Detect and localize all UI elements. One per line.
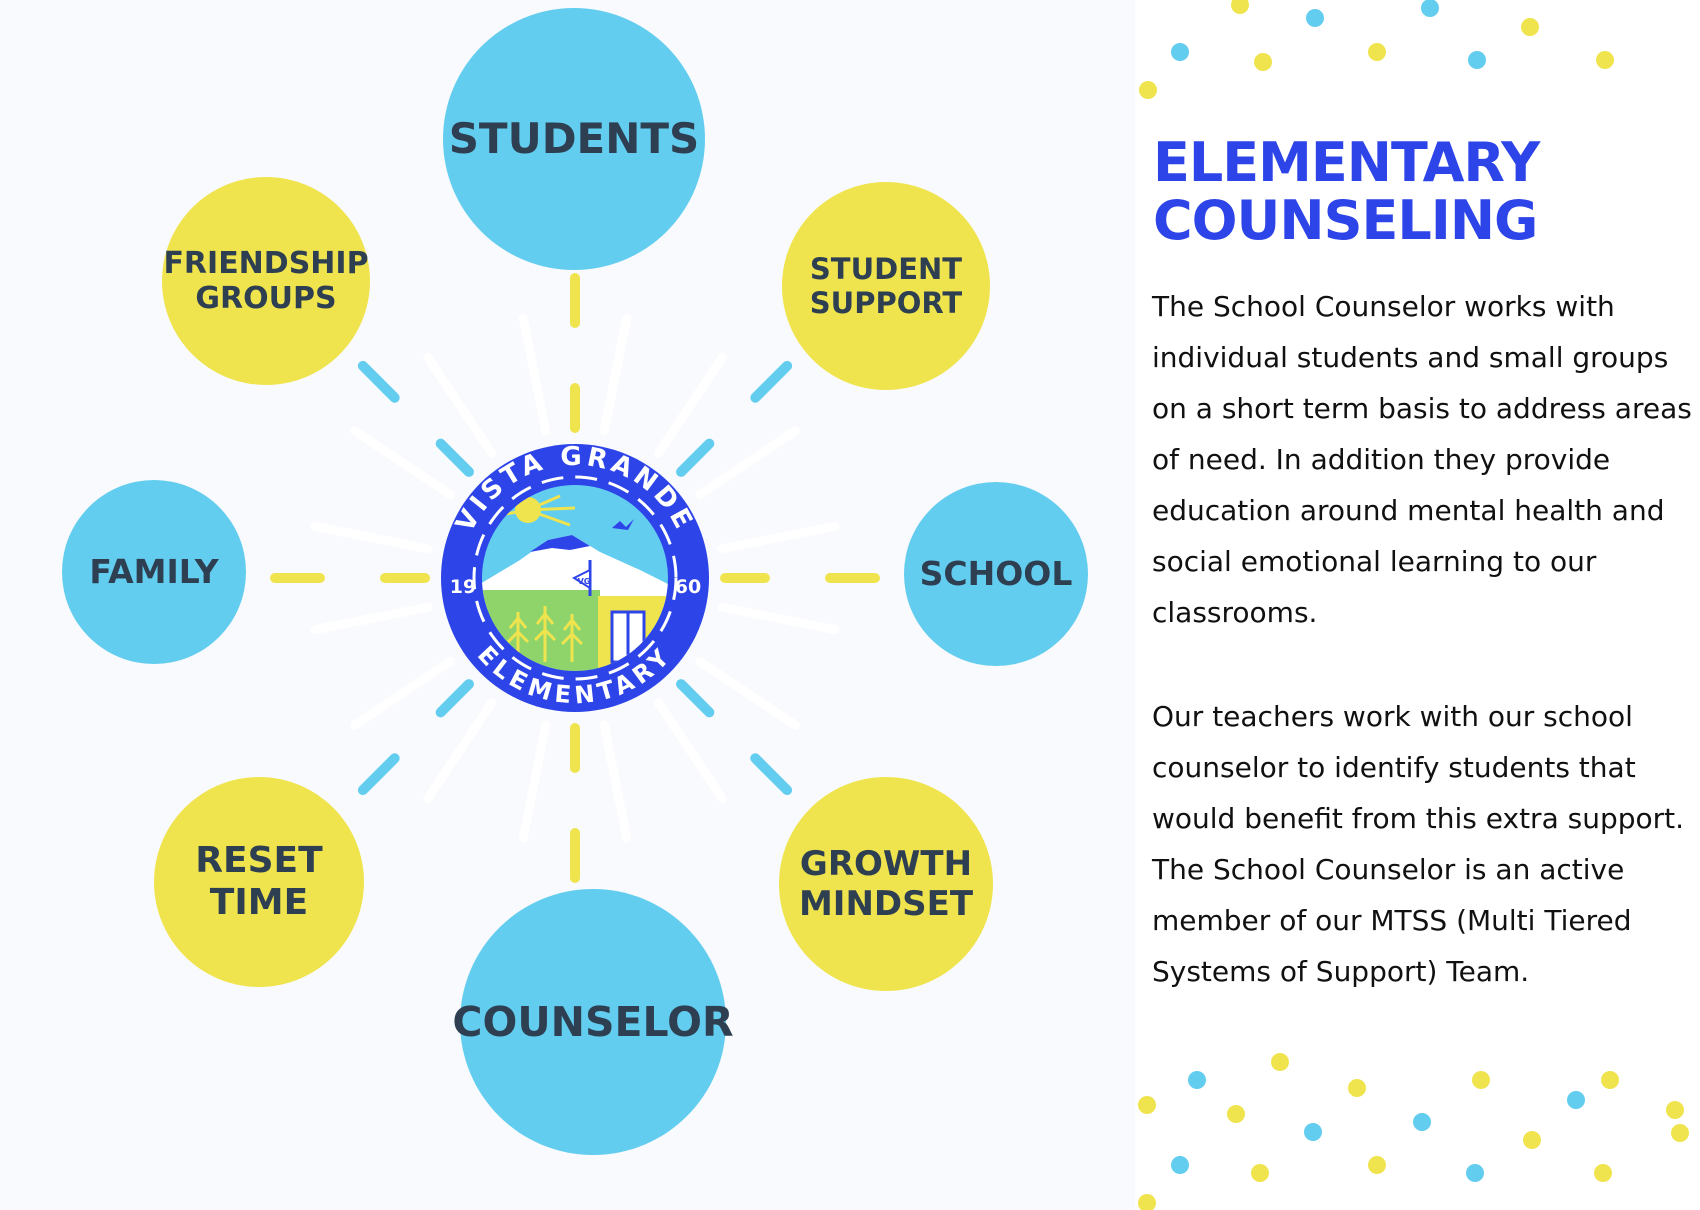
confetti-dot [1472,1071,1490,1089]
confetti-dot [1227,1105,1245,1123]
confetti-dot [1171,43,1189,61]
node-label: GROWTH MINDSET [798,843,974,924]
node-label: FAMILY [89,551,219,591]
diagram-panel: VISTA GRANDE ELEMENTARY 19 60 VG STUDENT… [62,8,1088,1155]
info-panel: ELEMENTARY COUNSELING The School Counsel… [1135,0,1700,1210]
title-line-1: ELEMENTARY [1153,131,1540,194]
seal-flag [571,568,591,590]
sun-ray [695,426,800,500]
connector-dash [435,679,474,718]
sun-ray [518,313,551,436]
seal-flag-text: VG [578,577,591,586]
confetti-dot [1671,1124,1689,1142]
seal-scene [482,485,668,671]
confetti-dots [1138,0,1689,1210]
panel-title: ELEMENTARY COUNSELING [1153,134,1693,250]
confetti-dot [1567,1091,1585,1109]
confetti-dot [1468,51,1486,69]
sun-ray [310,602,433,635]
sun-rays [310,313,840,843]
node-label: COUNSELOR [452,997,734,1046]
node-friendship-groups: FRIENDSHIP GROUPS [162,177,370,385]
seal-year-left: 19 [450,576,476,598]
seal-inner-ring [472,475,678,681]
connector-dash [750,360,793,403]
sun-ray [717,602,840,635]
confetti-dot [1188,1071,1206,1089]
confetti-dot [1594,1164,1612,1182]
sun-ray [423,698,497,803]
confetti-dot [1271,1053,1289,1071]
node-label: STUDENTS [448,114,700,164]
connector-dash [676,438,715,477]
confetti-dot [1421,0,1439,17]
node-label: RESET TIME [195,839,323,923]
connector-dashes [270,273,880,883]
node-label: FRIENDSHIP GROUPS [163,245,369,316]
connector-dash [750,753,793,796]
confetti-dot [1368,43,1386,61]
confetti-dot [1368,1156,1386,1174]
node-growth-mindset: GROWTH MINDSET [779,777,993,991]
confetti-dot [1413,1113,1431,1131]
confetti-dot [1138,1096,1156,1114]
confetti-dot [1139,81,1157,99]
node-school: SCHOOL [904,482,1088,666]
node-label: SCHOOL [919,553,1073,593]
sun-ray [653,698,727,803]
confetti-dot [1601,1071,1619,1089]
seal-sun [515,497,541,523]
connector-dash [435,438,474,477]
node-reset-time: RESET TIME [154,777,364,987]
node-students: STUDENTS [443,8,705,270]
confetti-dot [1306,9,1324,27]
title-line-2: COUNSELING [1153,189,1538,252]
confetti-dot [1523,1131,1541,1149]
connector-dash [357,753,400,796]
sun-ray [310,521,433,554]
confetti-dot [1304,1123,1322,1141]
node-student-support: STUDENT SUPPORT [782,182,990,390]
confetti-dot [1171,1156,1189,1174]
seal-mountain-peak [530,535,590,552]
sun-ray [653,353,727,458]
confetti-dot [1348,1079,1366,1097]
vista-grande-seal: VISTA GRANDE ELEMENTARY 19 60 VG [441,442,709,712]
sun-ray [423,353,497,458]
confetti-dot [1254,53,1272,71]
sun-ray [350,426,455,500]
connector-dash [357,360,400,403]
connector-dash [676,679,715,718]
node-label: STUDENT SUPPORT [809,251,963,320]
confetti-dot [1251,1164,1269,1182]
confetti-dot [1596,51,1614,69]
sun-ray [695,656,800,730]
sun-ray [599,720,632,843]
confetti-dot [1231,0,1249,14]
seal-year-right: 60 [675,576,701,598]
confetti-dot [1466,1164,1484,1182]
confetti-dot [1138,1194,1156,1210]
node-counselor: COUNSELOR [452,889,734,1155]
bird-icon [612,519,634,530]
sun-ray [350,656,455,730]
sun-ray [599,313,632,436]
description-paragraph-2: Our teachers work with our school counse… [1152,700,1685,988]
sun-ray [518,720,551,843]
confetti-dot [1666,1101,1684,1119]
diagram-canvas: VISTA GRANDE ELEMENTARY 19 60 VG [270,273,880,883]
node-family: FAMILY [62,480,246,664]
description-paragraph-1: The School Counselor works with individu… [1152,290,1692,629]
confetti-dot [1521,18,1539,36]
sun-ray [717,521,840,554]
